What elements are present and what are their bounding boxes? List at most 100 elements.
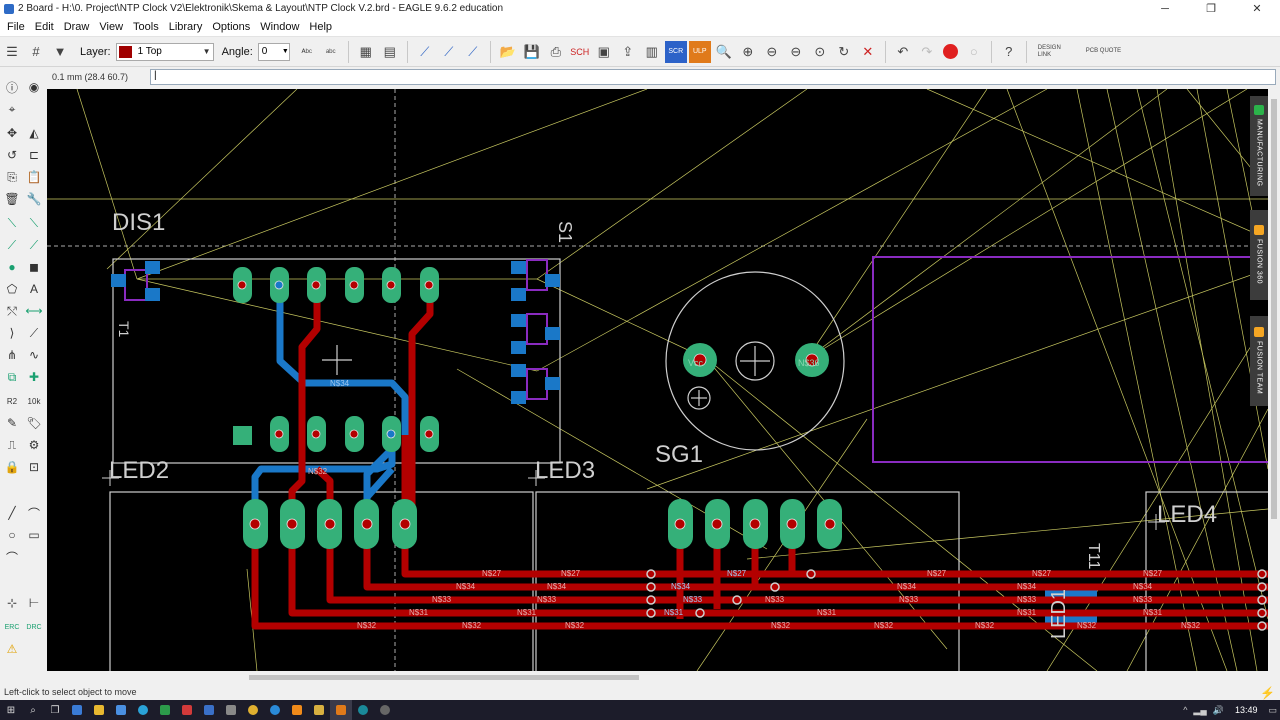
file-explorer-icon[interactable] — [88, 700, 110, 720]
notification-icon[interactable]: ▭ — [1268, 704, 1277, 715]
network-icon[interactable]: ▂▄ — [1193, 704, 1207, 715]
ungroup-icon[interactable]: ▤ — [383, 43, 396, 59]
layer-settings-icon[interactable]: ☰ — [6, 43, 18, 59]
pcb-quote-button[interactable]: PCB QUOTE — [1085, 48, 1122, 54]
polygon-icon[interactable]: ⬠ — [6, 282, 18, 296]
slice-icon[interactable]: ∿ — [28, 348, 40, 362]
arduino-icon[interactable] — [352, 700, 374, 720]
menu-help[interactable]: Help — [309, 20, 333, 33]
telegram-icon[interactable] — [132, 700, 154, 720]
script-icon[interactable]: SCR — [664, 40, 687, 63]
route-icon[interactable]: ⟍ — [7, 215, 17, 230]
eagle-taskbar-icon[interactable] — [330, 700, 352, 720]
erc-icon[interactable]: ERC — [4, 623, 20, 631]
move-icon[interactable]: ✥ — [6, 126, 18, 140]
cancel-command-icon[interactable]: ✕ — [862, 43, 874, 59]
edge-icon[interactable] — [264, 700, 286, 720]
horizontal-scrollbar[interactable] — [47, 671, 1268, 684]
zoom-in-icon[interactable]: ⊕ — [742, 43, 754, 59]
minimize-button[interactable]: ─ — [1161, 2, 1169, 15]
r2-icon[interactable]: R2 — [6, 396, 18, 406]
zoom-out-icon[interactable]: ⊖ — [766, 43, 778, 59]
taskbar-clock[interactable]: 13:49 — [1234, 705, 1258, 715]
menu-view[interactable]: View — [99, 20, 124, 33]
print-icon[interactable]: ⎙ — [550, 43, 561, 59]
windows-start-icon[interactable]: ⊞ — [6, 704, 16, 716]
menu-tools[interactable]: Tools — [133, 20, 159, 33]
task-view-icon[interactable]: ❐ — [50, 704, 60, 716]
close-button[interactable]: ✕ — [1252, 3, 1262, 15]
rotate-icon[interactable]: ↺ — [6, 148, 18, 162]
schematic-icon[interactable]: SCH — [570, 46, 590, 57]
measure-icon[interactable]: ⊢ — [28, 596, 40, 610]
mirror-icon[interactable]: ᴬᵇᶜ — [301, 46, 313, 57]
align-icon[interactable]: ⊏ — [28, 148, 40, 162]
optimize-icon[interactable]: ⊡ — [28, 460, 40, 474]
export-icon[interactable]: ⇪ — [622, 43, 634, 59]
wrench-icon[interactable]: 🔧 — [26, 192, 42, 206]
show-icon[interactable]: ◉ — [28, 80, 40, 94]
grid-origin-icon[interactable]: ⊹ — [6, 596, 18, 610]
arc-icon[interactable]: ⌒ — [27, 506, 40, 521]
command-input[interactable]: | — [150, 69, 1276, 85]
angle-select[interactable]: 0 ▼ — [257, 42, 290, 61]
design-link-button[interactable]: DESIGN LINK — [1037, 44, 1061, 58]
dimension-icon[interactable]: ⟷ — [25, 304, 43, 318]
attribute-icon[interactable]: 🏷 — [26, 416, 42, 430]
paste-icon[interactable]: 📋 — [26, 170, 42, 184]
split-icon[interactable]: ⎍ — [7, 437, 17, 452]
film-icon[interactable]: ▥ — [645, 43, 658, 59]
search-icon[interactable]: ⌕ — [30, 704, 36, 716]
tray-chevron-icon[interactable]: ^ — [1183, 705, 1188, 715]
zoom-select-icon[interactable]: ⊙ — [814, 43, 826, 59]
warning-icon[interactable]: ⚠ — [6, 642, 18, 656]
run-icon[interactable]: ⚡ — [1260, 686, 1275, 700]
help-icon[interactable]: ? — [1005, 44, 1013, 59]
menu-window[interactable]: Window — [260, 20, 300, 33]
fusion-360-tab[interactable]: FUSION 360 — [1250, 210, 1268, 300]
circle-icon[interactable]: ○ — [8, 528, 16, 542]
via-icon[interactable]: ● — [8, 260, 16, 274]
replace-icon[interactable]: ⧉ — [7, 369, 17, 384]
mail-icon[interactable] — [198, 700, 220, 720]
grid-icon[interactable]: # — [32, 44, 40, 59]
redo-icon[interactable]: ↷ — [921, 43, 933, 59]
horizontal-scroll-thumb[interactable] — [249, 675, 639, 680]
curve-icon[interactable]: ⌒ — [5, 550, 18, 565]
filter-icon[interactable]: ▼ — [53, 44, 67, 59]
lock-icon[interactable]: 🔒 — [4, 460, 20, 474]
app-extra-icon[interactable] — [374, 700, 396, 720]
text-icon[interactable]: A — [29, 282, 38, 296]
layer-select[interactable]: 1 Top ▼ — [115, 42, 214, 61]
vertical-scroll-thumb[interactable] — [1271, 99, 1277, 519]
line-icon[interactable]: ╱ — [8, 506, 16, 520]
cam-icon[interactable]: ▣ — [597, 43, 610, 59]
manufacturing-tab[interactable]: MANUFACTURING — [1250, 96, 1268, 196]
taskbar-app-icon[interactable] — [66, 700, 88, 720]
rectangle-icon[interactable]: ▭ — [28, 528, 40, 542]
autorouter-icon[interactable]: ⟋ — [7, 237, 17, 252]
zoom-minus-icon[interactable]: ⊖ — [790, 43, 802, 59]
route-mode-2-icon[interactable]: ⟋ — [444, 43, 454, 59]
go-icon[interactable]: ○ — [969, 44, 978, 59]
route-mode-3-icon[interactable]: ⟋ — [468, 43, 478, 59]
unroute-icon[interactable]: ⟍ — [29, 215, 39, 230]
save-icon[interactable]: 💾 — [523, 43, 540, 59]
volume-icon[interactable]: 🔊 — [1212, 704, 1224, 715]
ulp-icon[interactable]: ULP — [688, 40, 711, 63]
edit-app-icon[interactable] — [220, 700, 242, 720]
store-icon[interactable] — [110, 700, 132, 720]
info-icon[interactable]: ⓘ — [5, 80, 18, 95]
open-icon[interactable]: 📂 — [499, 43, 516, 59]
group-icon[interactable]: ▦ — [359, 43, 372, 59]
board-canvas[interactable]: DIS1 LED2 LED3 LED4 SG1 S1 T1 T11 LED1 V… — [47, 89, 1268, 671]
undo-icon[interactable]: ↶ — [897, 43, 909, 59]
mark-icon[interactable]: ⌖ — [8, 101, 16, 116]
menu-edit[interactable]: Edit — [34, 20, 54, 33]
wire-icon[interactable]: ⟋ — [29, 325, 39, 340]
stop-icon[interactable] — [942, 44, 958, 59]
menu-file[interactable]: File — [7, 20, 25, 33]
notes-icon[interactable] — [308, 700, 330, 720]
redraw-icon[interactable]: ↻ — [838, 43, 850, 59]
change-icon[interactable]: ⚙ — [28, 438, 40, 452]
